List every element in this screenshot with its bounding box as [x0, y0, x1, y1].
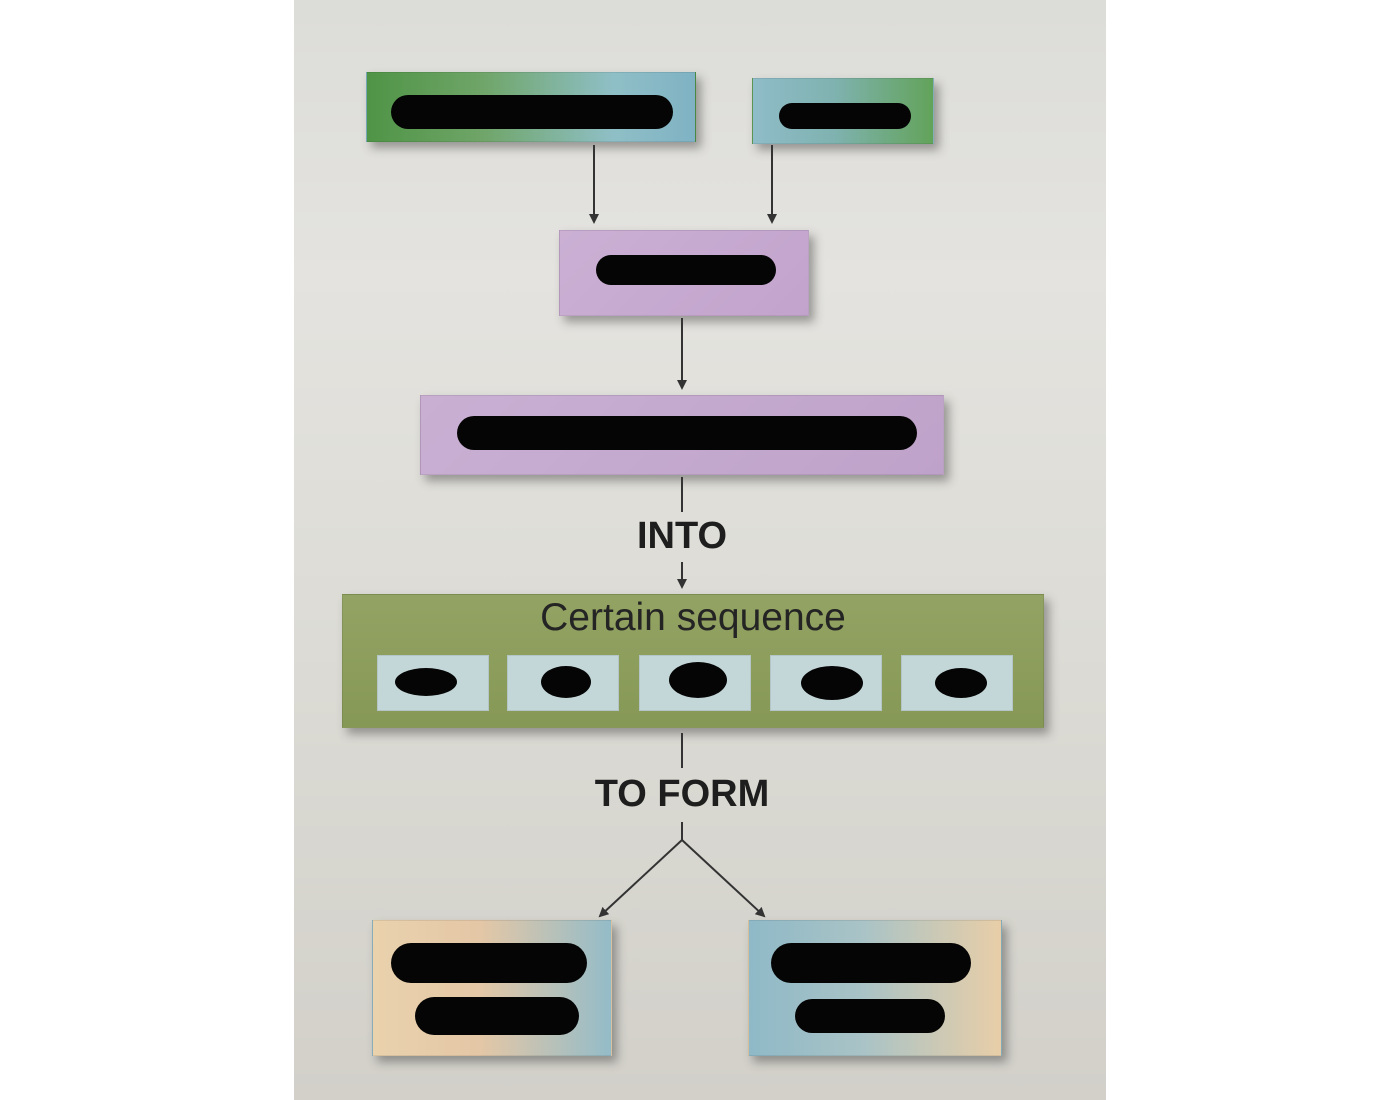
redacted-text	[779, 103, 911, 129]
redacted-text	[395, 668, 457, 696]
redacted-text	[391, 943, 587, 983]
redacted-text	[669, 662, 727, 698]
box-bottom-right	[748, 920, 1002, 1056]
sequence-slot	[639, 655, 751, 711]
redacted-text	[801, 666, 863, 700]
connector-arrows	[589, 145, 777, 918]
box-wide	[420, 395, 944, 475]
redacted-text	[596, 255, 776, 285]
box-middle	[559, 230, 809, 316]
sequence-slot	[377, 655, 489, 711]
box-bottom-left	[372, 920, 612, 1056]
sequence-slot	[507, 655, 619, 711]
box-top-right	[752, 78, 934, 144]
redacted-text	[935, 668, 987, 698]
redacted-text	[795, 999, 945, 1033]
sequence-slot	[901, 655, 1013, 711]
connector-label-to-form: TO FORM	[594, 773, 770, 815]
arrow-form-to-bottom-right	[681, 839, 766, 918]
redacted-text	[541, 666, 591, 698]
diagram-photo: INTO Certain sequence TO FORM	[294, 0, 1106, 1100]
sequence-slot	[770, 655, 882, 711]
redacted-text	[457, 416, 917, 450]
box-top-left	[366, 72, 696, 142]
arrow-form-to-bottom-left	[598, 839, 683, 918]
sequence-container: Certain sequence	[342, 594, 1044, 728]
sequence-title: Certain sequence	[540, 596, 846, 639]
redacted-text	[391, 95, 673, 129]
redacted-text	[771, 943, 971, 983]
connector-label-into: INTO	[636, 515, 728, 557]
redacted-text	[415, 997, 579, 1035]
